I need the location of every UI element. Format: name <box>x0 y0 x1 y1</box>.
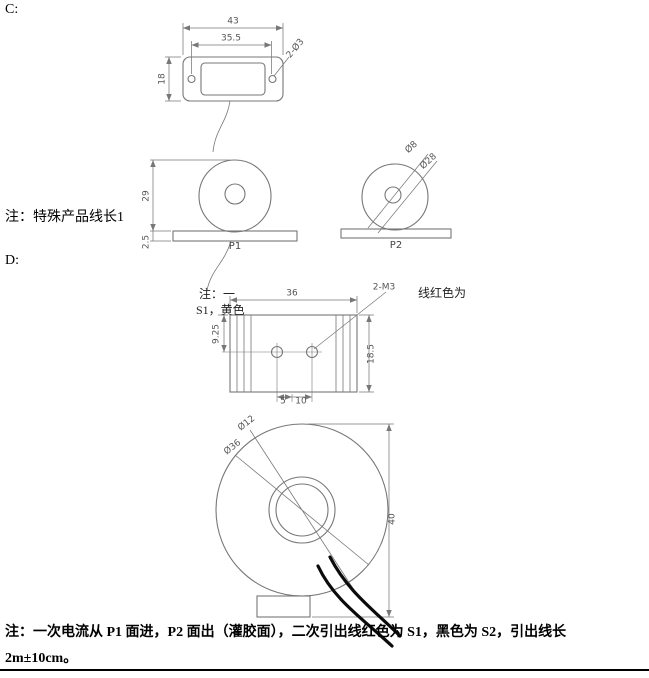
hole-callout-2xm3: 2-M3 <box>372 282 396 293</box>
dim-body-height: 29 <box>141 190 152 202</box>
face-label-p1: P1 <box>228 241 242 252</box>
section-d-label: D: <box>5 253 19 268</box>
drawing-c-top-view <box>165 23 290 153</box>
face-label-p2: P2 <box>389 240 403 251</box>
drawing-d-top-view <box>218 291 387 402</box>
table-top-border <box>0 669 649 671</box>
note-special-product: 注：特殊产品线长1 <box>5 210 124 225</box>
dim-slot-width: 35.5 <box>220 33 242 44</box>
dim-spacing-a: 5 <box>280 396 286 407</box>
dim-depth: 18 <box>157 73 168 85</box>
note-bottom-line1: 注：一次电流从 P1 面进，P2 面出（灌胶面），二次引出线红色为 S1，黑色为… <box>5 625 567 640</box>
dim-overall-width: 43 <box>227 16 239 27</box>
note-fragment-right: 线红色为 <box>418 286 467 300</box>
dim-block-depth: 18.5 <box>366 343 377 365</box>
dim-base-thickness: 2.5 <box>141 234 152 250</box>
drawing-c-side-view-p2 <box>340 153 452 239</box>
dim-block-width: 36 <box>286 288 298 299</box>
note-fragment-left-2: S1，黄色 <box>196 303 245 317</box>
drawing-d-front-view <box>215 423 394 618</box>
drawing-c-front-view-p1 <box>150 159 298 291</box>
dim-spacing-b: 10 <box>295 396 307 407</box>
dim-hole-offset: 9.25 <box>211 323 222 345</box>
secondary-wire-leads <box>316 555 402 648</box>
dim-overall-height: 40 <box>387 513 398 525</box>
section-c-label: C: <box>5 2 19 17</box>
note-fragment-left-1: 注：一 <box>199 287 236 301</box>
note-bottom-line2: 2m±10cm。 <box>5 651 78 666</box>
